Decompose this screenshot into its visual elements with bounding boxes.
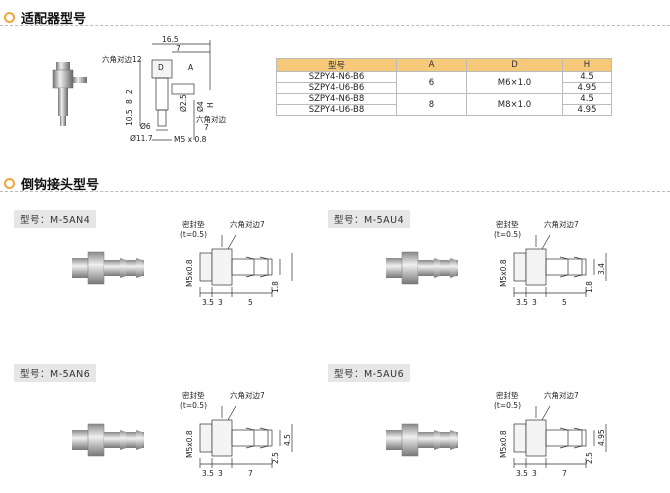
dim-label: (t=0.5): [494, 401, 521, 410]
dim-label: 16.5: [162, 35, 179, 44]
dim-label: Ø2.5: [179, 94, 188, 112]
divider: [0, 191, 670, 192]
dim-label: 3: [532, 298, 537, 307]
dim-label: 7: [562, 469, 567, 478]
dim-label: (t=0.5): [180, 230, 207, 239]
dim-label: M5x0.8: [185, 430, 194, 458]
model-label: 型号：M-5AU4: [328, 210, 411, 228]
barb-fitting-photo: [72, 251, 144, 285]
dim-label: 3.5: [516, 469, 528, 478]
table-row: SZPY4-N6-B8 8 M8×1.0 4.5: [276, 93, 612, 116]
dim-label: 4.5: [283, 434, 292, 446]
model-label: 型号：M-5AN4: [14, 210, 97, 228]
dim-label: 六角对边7: [230, 219, 265, 229]
adapter-photo: [52, 62, 87, 126]
cell-model: SZPY4-U6-B6: [276, 82, 397, 94]
dim-label: 六角对边: [196, 114, 226, 124]
col-header-d: D: [466, 58, 563, 72]
cell-model: SZPY4-U6-B8: [276, 104, 397, 116]
dim-label: 六角对边12: [102, 54, 142, 64]
col-header-a: A: [396, 58, 467, 72]
dim-label: 六角对边7: [230, 390, 265, 400]
section-title-adapter: 适配器型号: [4, 8, 86, 27]
barb-fitting-photo: [386, 423, 458, 457]
table-row: SZPY4-N6-B6 6 M6×1.0 4.5: [276, 71, 612, 94]
table-row: SZPY4-U6-B8 4.95: [276, 104, 612, 116]
ring-bullet-icon: [4, 12, 15, 23]
dim-label: 密封垫: [496, 390, 519, 400]
dim-label: 3: [218, 298, 223, 307]
dim-label: 7: [248, 469, 253, 478]
dim-label: 六角对边7: [544, 390, 579, 400]
cell-d: M6×1.0: [466, 71, 563, 94]
col-header-model: 型号: [276, 58, 397, 72]
cell-h: 4.5: [562, 71, 612, 83]
cell-d: M8×1.0: [466, 93, 563, 116]
dim-label: 3.5: [202, 298, 214, 307]
divider: [0, 25, 670, 26]
cell-model: SZPY4-N6-B6: [276, 71, 397, 83]
dim-label: H: [206, 102, 215, 108]
dim-label: 5: [562, 298, 567, 307]
cell-a: 6: [396, 71, 467, 94]
barb-fitting-photo: [386, 251, 458, 285]
model-label: 型号：M-5AN6: [14, 364, 97, 382]
barb-fitting-photo: [72, 423, 144, 457]
dim-label: (t=0.5): [180, 401, 207, 410]
dim-label: M5x0.8: [185, 259, 194, 287]
dim-label: 3: [532, 469, 537, 478]
col-header-h: H: [562, 58, 612, 72]
spec-table: 型号 A D H SZPY4-N6-B6 6 M6×1.0 4.5 SZPY4-…: [276, 58, 612, 116]
dim-label: M5x0.8: [499, 430, 508, 458]
dim-label: 密封垫: [496, 219, 519, 229]
dim-label: Ø11.7: [130, 134, 153, 143]
cell-h: 4.95: [562, 82, 612, 94]
model-label: 型号：M-5AU6: [328, 364, 411, 382]
dim-label: 密封垫: [182, 390, 205, 400]
cell-model: SZPY4-N6-B8: [276, 93, 397, 105]
dim-label: 2.5: [585, 452, 594, 464]
dim-label: 7: [204, 123, 209, 132]
dim-label: 5: [248, 298, 253, 307]
dim-label: 10.5: [125, 109, 134, 126]
dim-label: 密封垫: [182, 219, 205, 229]
dim-label: 3.5: [202, 469, 214, 478]
dim-label: 7: [176, 44, 181, 53]
cell-h: 4.95: [562, 104, 612, 116]
adapter-drawing: 16.5 7 D A 六角对边12 10.5 8 2 Ø6 Ø11.7 Ø2.5…: [102, 35, 226, 144]
dim-label: 4.95: [597, 429, 606, 446]
dim-label: Ø6: [140, 122, 151, 131]
ring-bullet-icon: [4, 178, 15, 189]
cell-a: 8: [396, 93, 467, 116]
dim-label: M5x0.8: [499, 259, 508, 287]
dim-label: M5 x 0.8: [174, 135, 207, 144]
dim-label: (t=0.5): [494, 230, 521, 239]
cell-h: 4.5: [562, 93, 612, 105]
dim-label: 1.8: [271, 281, 280, 293]
dim-label: 1.8: [585, 281, 594, 293]
dim-label: D: [158, 63, 164, 72]
dim-label: 3.5: [516, 298, 528, 307]
dim-label: 8: [125, 99, 134, 104]
dim-label: A: [188, 63, 194, 72]
dim-label: 六角对边7: [544, 219, 579, 229]
dim-label: Ø4: [196, 101, 205, 112]
dim-label: 2.5: [271, 452, 280, 464]
dim-label: 3.4: [597, 263, 606, 275]
dim-label: 2: [125, 89, 134, 94]
dim-label: 3: [218, 469, 223, 478]
section-title-barb: 倒钩接头型号: [4, 174, 99, 193]
